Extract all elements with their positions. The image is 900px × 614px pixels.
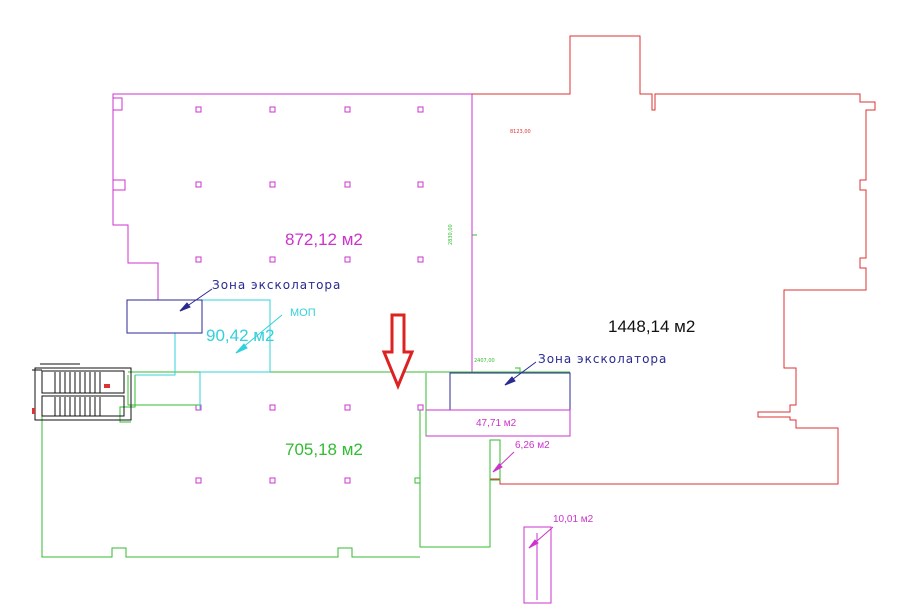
zone-cyan-outline: [135, 299, 271, 410]
area-label-47: 47,71 м2: [476, 418, 517, 429]
escalator-leader-left: [179, 288, 213, 312]
zone-red-outline: [472, 35, 876, 485]
stair-marker-red-small: [32, 408, 35, 414]
zone-47-outline: [426, 409, 571, 437]
zone-10-room: [523, 526, 552, 604]
area-label-872: 872,12 м2: [285, 230, 363, 249]
escalator-zone-left-rect: [126, 299, 203, 334]
stair-marker-red: [104, 384, 110, 388]
small-area-6-leader: [492, 451, 515, 473]
stair-block: [32, 363, 132, 421]
area-label-705: 705,18 м2: [285, 440, 363, 459]
tiny-dimension-green: 2407,00: [474, 358, 495, 364]
down-arrow-icon: [381, 313, 415, 390]
green-corner-mark: [515, 367, 521, 372]
area-label-1448: 1448,14 м2: [608, 317, 695, 336]
mop-label: МОП: [290, 307, 316, 319]
small-area-10-leader: [528, 526, 554, 549]
area-label-6: 6,26 м2: [515, 440, 550, 451]
zone-magenta-outline: [112, 93, 473, 373]
columns-magenta: [195, 106, 424, 484]
escalator-zone-label-left: Зона эксколатора: [212, 278, 341, 292]
area-label-10: 10,01 м2: [553, 514, 594, 525]
mop-leader: [235, 314, 283, 354]
escalator-zone-label-right: Зона эксколатора: [538, 352, 667, 366]
area-label-90: 90,42 м2: [206, 326, 274, 345]
tiny-dimension-green-vertical: 2830,00: [448, 224, 454, 245]
escalator-leader-right: [504, 361, 537, 386]
tiny-dimension-red: 8123,00: [510, 129, 531, 135]
